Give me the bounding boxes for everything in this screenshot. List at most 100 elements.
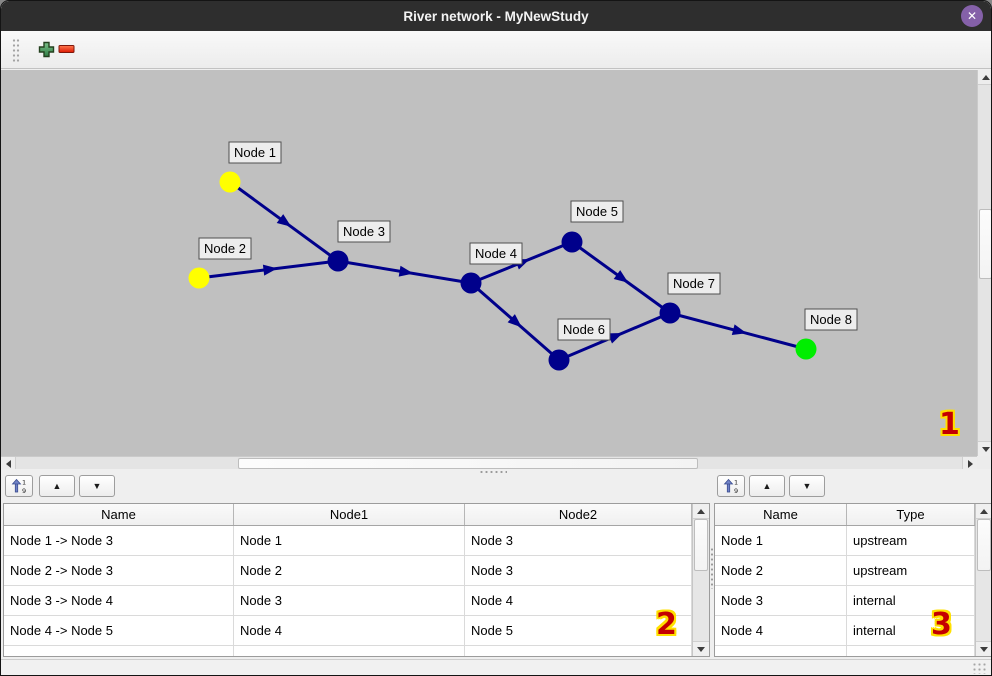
table-cell[interactable] [846,645,975,656]
up-triangle-icon: ▲ [762,481,772,491]
table-cell[interactable]: Node 1 [233,525,465,556]
table-cell[interactable]: Node 2 [233,555,465,586]
column-header[interactable]: Type [846,504,975,526]
canvas-vertical-scrollbar[interactable] [977,70,991,456]
table-cell[interactable]: upstream [846,525,975,556]
column-header[interactable]: Name [4,504,234,526]
edge-arrow-icon [276,214,292,227]
nodes-move-down-button[interactable]: ▼ [789,475,825,497]
edge-arrow-icon [607,333,623,344]
table-cell[interactable]: Node 3 -> Node 4 [4,585,234,616]
scroll-down-button[interactable] [976,641,991,656]
table-cell[interactable] [233,645,465,656]
table-cell[interactable]: Node 3 [715,585,847,616]
down-triangle-icon: ▼ [802,481,812,491]
scrollbar-corner [977,456,991,469]
table-cell[interactable] [4,645,234,656]
reaches-sort-button[interactable]: 1 9 [5,475,33,497]
up-arrow-icon [697,508,705,514]
scroll-up-button[interactable] [693,504,709,519]
sort-ascending-icon: 1 9 [11,479,26,494]
nodes-sort-button[interactable]: 1 9 [717,475,745,497]
vertical-scroll-thumb[interactable] [977,519,991,571]
table-cell[interactable]: Node 4 [233,615,465,646]
node-label-text: Node 8 [810,312,852,327]
table-cell[interactable]: internal [846,585,975,616]
main-toolbar [1,31,991,69]
table-cell[interactable]: internal [846,615,975,646]
reaches-table-scrollbar[interactable] [692,504,709,656]
nodes-move-up-button[interactable]: ▲ [749,475,785,497]
table-cell[interactable]: Node 2 [715,555,847,586]
scroll-right-button[interactable] [962,457,977,470]
network-node[interactable] [327,250,349,272]
add-node-button[interactable] [34,36,58,62]
table-cell[interactable]: Node 5 [464,615,692,646]
horizontal-splitter[interactable] [1,469,991,475]
table-row[interactable] [4,645,692,656]
node-label [557,318,611,341]
node-label-text: Node 3 [343,224,385,239]
scroll-down-button[interactable] [978,441,991,456]
table-cell[interactable]: Node 3 [464,525,692,556]
scroll-left-button[interactable] [1,457,16,470]
table-cell[interactable]: Node 3 [464,555,692,586]
network-node[interactable] [795,338,817,360]
horizontal-scroll-thumb[interactable] [238,458,698,469]
scroll-up-button[interactable] [976,504,991,519]
nodes-table-scrollbar[interactable] [975,504,991,656]
table-cell[interactable] [464,645,692,656]
resize-grip[interactable] [972,662,988,674]
table-cell[interactable]: Node 3 [233,585,465,616]
network-node[interactable] [548,349,570,371]
up-arrow-icon [980,508,988,514]
network-node[interactable] [460,272,482,294]
close-button[interactable]: ✕ [961,5,983,27]
reaches-move-up-button[interactable]: ▲ [39,475,75,497]
status-bar [1,659,991,675]
edge-arrow-icon [507,314,522,328]
network-node[interactable] [188,267,210,289]
table-row[interactable] [715,645,975,656]
column-header[interactable]: Name [715,504,847,526]
table-cell[interactable]: Node 4 [464,585,692,616]
vertical-scroll-thumb[interactable] [694,519,708,571]
network-node[interactable] [561,231,583,253]
table-cell[interactable] [715,645,847,656]
canvas-horizontal-scrollbar[interactable] [1,456,977,470]
remove-node-button[interactable] [54,36,78,62]
network-node[interactable] [659,302,681,324]
scroll-down-button[interactable] [693,641,709,656]
table-cell[interactable]: upstream [846,555,975,586]
down-arrow-icon [980,646,988,652]
table-cell[interactable]: Node 4 -> Node 5 [4,615,234,646]
table-cell[interactable]: Node 4 [715,615,847,646]
vertical-scroll-thumb[interactable] [979,209,991,279]
up-arrow-icon [982,74,990,80]
scroll-up-button[interactable] [978,70,991,85]
column-header[interactable]: Node2 [464,504,692,526]
toolbar-drag-handle[interactable] [12,38,20,62]
minus-icon [58,45,74,53]
node-label-text: Node 7 [673,276,715,291]
table-cell[interactable]: Node 2 -> Node 3 [4,555,234,586]
vertical-splitter[interactable] [710,475,714,659]
reaches-move-down-button[interactable]: ▼ [79,475,115,497]
table-cell[interactable]: Node 1 [715,525,847,556]
column-header[interactable]: Node1 [233,504,465,526]
table-cell[interactable]: Node 1 -> Node 3 [4,525,234,556]
title-bar[interactable]: River network - MyNewStudy ✕ [1,1,991,31]
network-node[interactable] [219,171,241,193]
window-title: River network - MyNewStudy [403,8,589,24]
